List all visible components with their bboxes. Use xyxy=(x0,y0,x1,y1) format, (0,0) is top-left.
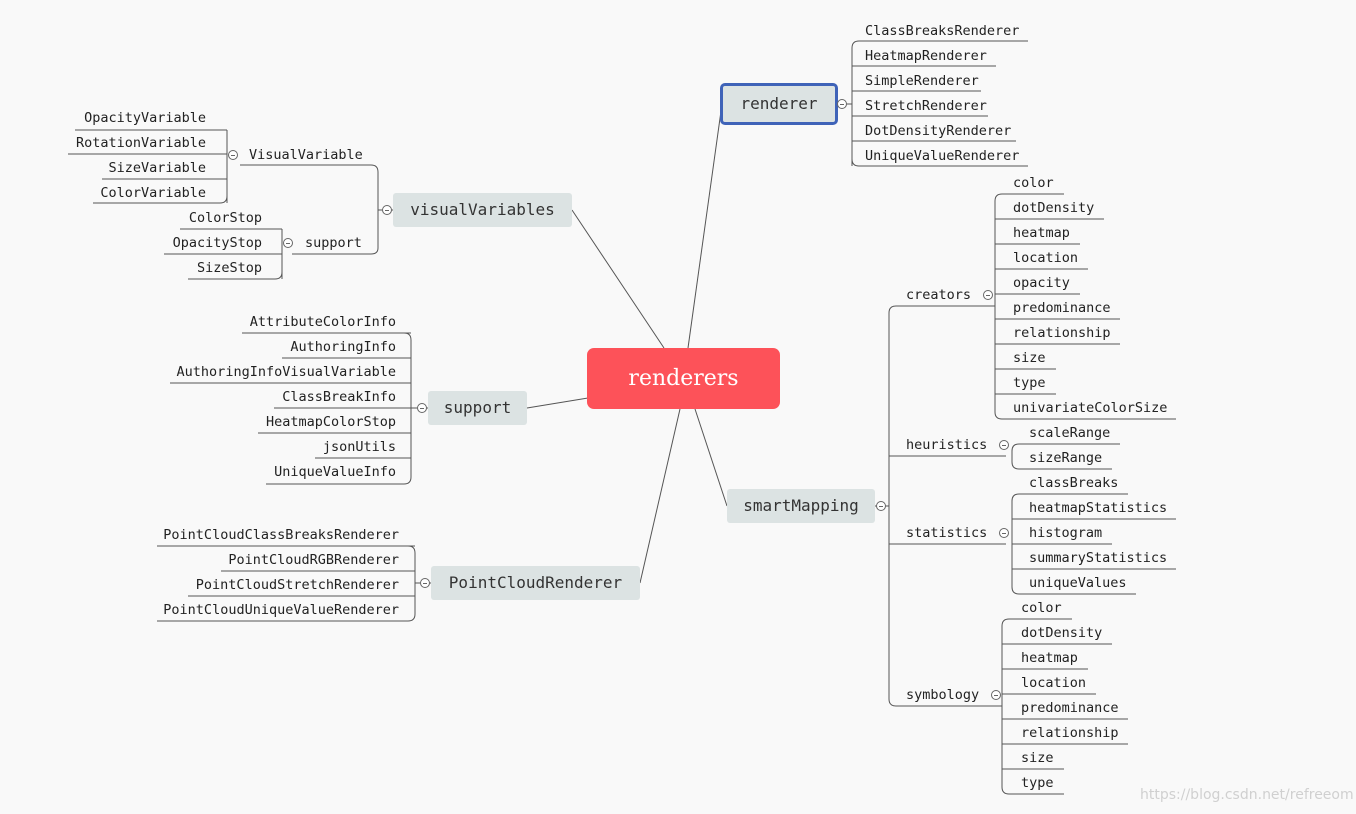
topic-visual-variables[interactable]: visualVariables xyxy=(393,193,572,227)
leaf-node[interactable]: PointCloudClassBreaksRenderer xyxy=(163,527,399,543)
collapse-toggle-icon[interactable] xyxy=(837,99,847,109)
leaf-node[interactable]: jsonUtils xyxy=(322,439,396,455)
leaf-node[interactable]: uniqueValues xyxy=(1029,575,1127,591)
leaf-node[interactable]: histogram xyxy=(1029,525,1103,541)
leaf-node[interactable]: dotDensity xyxy=(1021,625,1103,641)
leaf-node[interactable]: SimpleRenderer xyxy=(865,73,979,89)
branch-node[interactable]: symbology xyxy=(906,687,980,703)
leaf-node[interactable]: location xyxy=(1013,250,1079,266)
collapse-toggle-icon[interactable] xyxy=(876,501,886,511)
leaf-node[interactable]: DotDensityRenderer xyxy=(865,123,1012,139)
leaf-node[interactable]: AuthoringInfoVisualVariable xyxy=(176,364,396,380)
leaf-node[interactable]: heatmapStatistics xyxy=(1029,500,1168,516)
collapse-toggle-icon[interactable] xyxy=(283,238,293,248)
leaf-node[interactable]: scaleRange xyxy=(1029,425,1111,441)
leaf-node[interactable]: UniqueValueInfo xyxy=(274,464,396,480)
watermark: https://blog.csdn.net/refreeom xyxy=(1140,787,1354,803)
leaf-node[interactable]: opacity xyxy=(1013,275,1070,291)
topic-support[interactable]: support xyxy=(428,391,527,425)
leaf-node[interactable]: heatmap xyxy=(1021,650,1078,666)
leaf-node[interactable]: type xyxy=(1013,375,1046,391)
leaf-node[interactable]: AuthoringInfo xyxy=(290,339,396,355)
collapse-toggle-icon[interactable] xyxy=(999,440,1009,450)
leaf-node[interactable]: SizeStop xyxy=(196,260,262,276)
collapse-toggle-icon[interactable] xyxy=(417,403,427,413)
leaf-node[interactable]: size xyxy=(1013,350,1046,366)
leaf-node[interactable]: predominance xyxy=(1013,300,1111,316)
collapse-toggle-icon[interactable] xyxy=(420,578,430,588)
leaf-node[interactable]: ClassBreaksRenderer xyxy=(865,23,1020,39)
leaf-node[interactable]: PointCloudRGBRenderer xyxy=(228,552,399,568)
leaf-node[interactable]: relationship xyxy=(1021,725,1119,741)
branch-node[interactable]: statistics xyxy=(906,525,988,541)
collapse-toggle-icon[interactable] xyxy=(999,528,1009,538)
leaf-node[interactable]: HeatmapColorStop xyxy=(265,414,396,430)
leaf-node[interactable]: StretchRenderer xyxy=(865,98,987,114)
leaf-node[interactable]: OpacityStop xyxy=(172,235,262,251)
collapse-toggle-icon[interactable] xyxy=(991,690,1001,700)
leaf-node[interactable]: SizeVariable xyxy=(108,160,206,176)
leaf-node[interactable]: relationship xyxy=(1013,325,1111,341)
leaf-node[interactable]: color xyxy=(1013,175,1054,191)
topic-renderer[interactable]: renderer xyxy=(720,83,838,125)
leaf-node[interactable]: dotDensity xyxy=(1013,200,1095,216)
leaf-node[interactable]: type xyxy=(1021,775,1054,791)
leaf-node[interactable]: OpacityVariable xyxy=(84,110,206,126)
leaf-node[interactable]: AttributeColorInfo xyxy=(249,314,396,330)
leaf-node[interactable]: classBreaks xyxy=(1029,475,1119,491)
collapse-toggle-icon[interactable] xyxy=(983,290,993,300)
leaf-node[interactable]: color xyxy=(1021,600,1062,616)
leaf-node[interactable]: ClassBreakInfo xyxy=(282,389,396,405)
leaf-node[interactable]: heatmap xyxy=(1013,225,1070,241)
leaf-node[interactable]: RotationVariable xyxy=(75,135,206,151)
branch-node[interactable]: heuristics xyxy=(906,437,988,453)
leaf-node[interactable]: size xyxy=(1021,750,1054,766)
leaf-node[interactable]: ColorVariable xyxy=(100,185,206,201)
root-node[interactable]: renderers xyxy=(587,348,780,409)
leaf-node[interactable]: HeatmapRenderer xyxy=(865,48,987,64)
leaf-node[interactable]: predominance xyxy=(1021,700,1119,716)
leaf-node[interactable]: PointCloudStretchRenderer xyxy=(195,577,399,593)
branch-node[interactable]: support xyxy=(305,235,362,251)
leaf-node[interactable]: location xyxy=(1021,675,1087,691)
leaf-node[interactable]: summaryStatistics xyxy=(1029,550,1168,566)
leaf-node[interactable]: PointCloudUniqueValueRenderer xyxy=(163,602,399,618)
topic-point-cloud-renderer[interactable]: PointCloudRenderer xyxy=(431,566,640,600)
leaf-node[interactable]: UniqueValueRenderer xyxy=(865,148,1020,164)
collapse-toggle-icon[interactable] xyxy=(228,150,238,160)
branch-node[interactable]: creators xyxy=(906,287,972,303)
branch-node[interactable]: VisualVariable xyxy=(249,147,363,163)
topic-smart-mapping[interactable]: smartMapping xyxy=(727,489,875,523)
leaf-node[interactable]: univariateColorSize xyxy=(1013,400,1168,416)
leaf-node[interactable]: sizeRange xyxy=(1029,450,1103,466)
collapse-toggle-icon[interactable] xyxy=(382,205,392,215)
leaf-node[interactable]: ColorStop xyxy=(188,210,262,226)
